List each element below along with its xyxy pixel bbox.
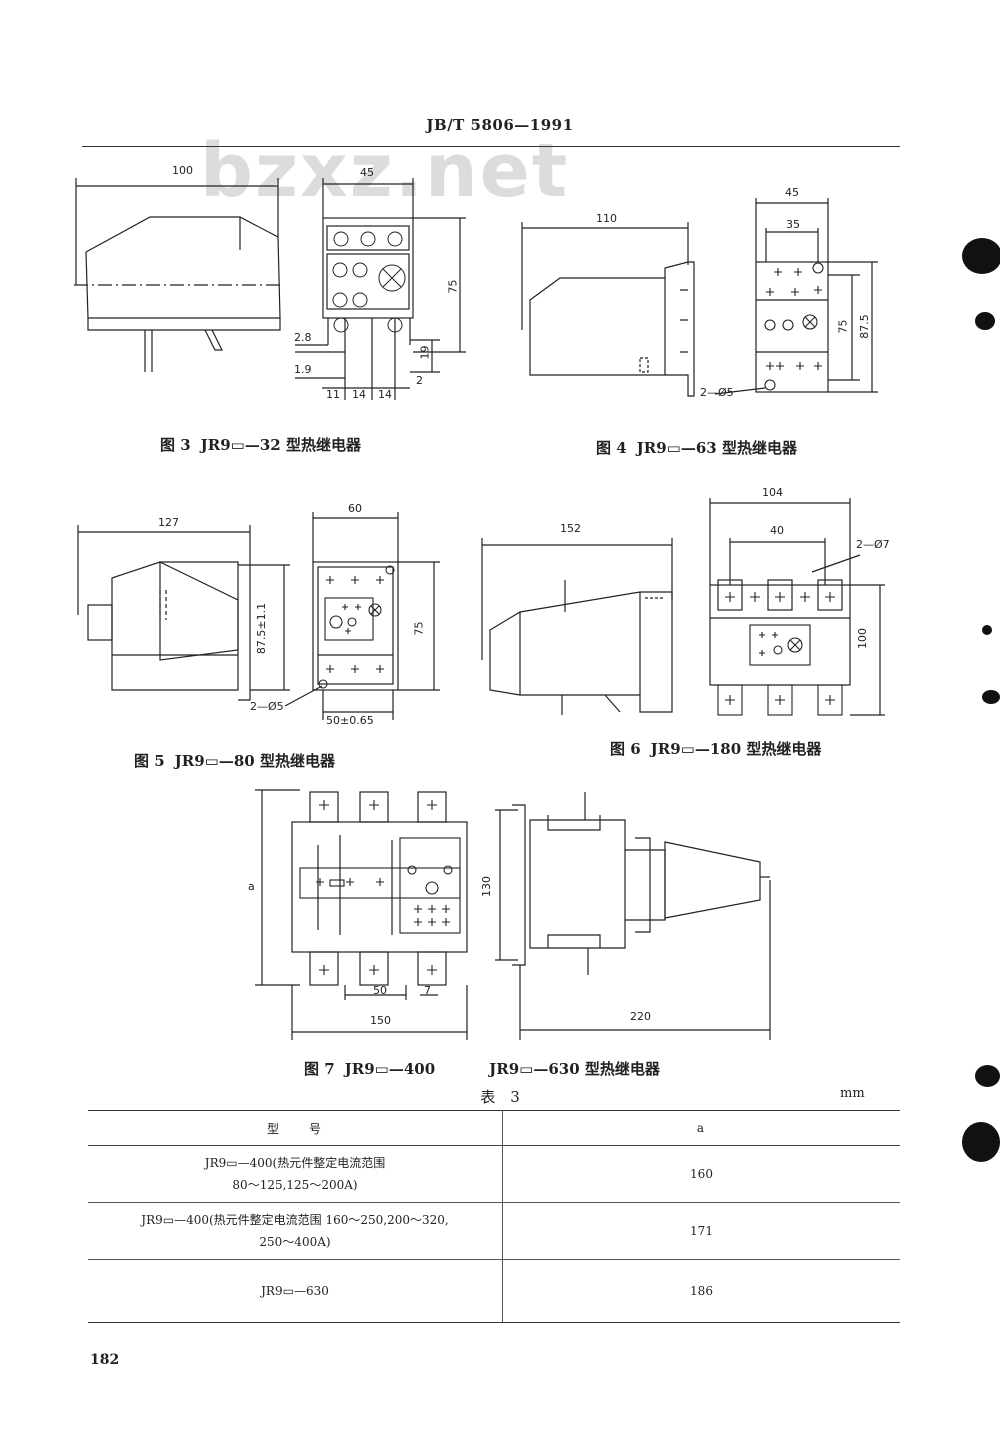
dim-label: 11 (326, 388, 340, 401)
figure-4-caption: 图 4 JR9▭—63 型热继电器 (596, 437, 807, 458)
drawings-canvas (74, 178, 885, 1040)
dim-label: 2 (416, 374, 423, 387)
model-line: 80～125,125～200A) (232, 1178, 358, 1192)
dim-label: 2—Ø5 (250, 700, 284, 713)
model-line: 250～400A) (259, 1235, 331, 1249)
dim-label: 104 (762, 486, 783, 499)
figure-number: 图 5 (134, 752, 165, 770)
dim-label: a (248, 880, 255, 893)
model-line: JR9▭—630 (261, 1284, 329, 1298)
figure-6-caption: 图 6 JR9▭—180 型热继电器 (610, 738, 831, 759)
dim-label: 45 (785, 186, 799, 199)
dim-label: 75 (412, 621, 426, 636)
column-header-a: a (502, 1110, 900, 1146)
dim-label: 75 (446, 279, 460, 294)
dim-label: 100 (172, 164, 193, 177)
page-header: JB/T 5806—1991 (426, 116, 574, 134)
figure-number: 图 4 (596, 439, 627, 457)
scan-blot (975, 312, 995, 330)
scan-blot (962, 1122, 1000, 1162)
dim-label: 14 (378, 388, 392, 401)
scan-blot (962, 238, 1000, 274)
table-row: JR9▭—400(热元件整定电流范围 80～125,125～200A) 160 (88, 1145, 900, 1203)
dim-label: 7 (424, 984, 431, 997)
figure-number: 图 3 (160, 436, 191, 454)
dim-label: 2.8 (294, 331, 312, 344)
model-cell: JR9▭—400(热元件整定电流范围 80～125,125～200A) (88, 1145, 503, 1203)
figure-title: JR9▭—400 (344, 1060, 436, 1078)
model-cell: JR9▭—400(热元件整定电流范围 160～250,200～320, 250～… (88, 1202, 503, 1260)
figure-title: JR9▭—63 型热继电器 (636, 439, 797, 457)
dim-label: 40 (770, 524, 784, 537)
figure-5-caption: 图 5 JR9▭—80 型热继电器 (134, 750, 345, 771)
figure-number: 图 7 (304, 1060, 335, 1078)
header-rule (82, 146, 900, 147)
dim-label: 87.5 (857, 314, 871, 339)
dim-label: 127 (158, 516, 179, 529)
dim-label: 50±0.65 (326, 714, 374, 727)
table-row: JR9▭—400(热元件整定电流范围 160～250,200～320, 250～… (88, 1202, 900, 1260)
dim-label: 50 (373, 984, 387, 997)
model-cell: JR9▭—630 (88, 1259, 503, 1323)
figure-5-drawing (77, 512, 440, 720)
figure-7-drawing (255, 789, 771, 1040)
scan-blot (982, 625, 992, 635)
dim-label: 2—Ø5 (700, 386, 734, 399)
scan-blot (975, 1065, 1000, 1087)
table-title: 表 3 (480, 1088, 520, 1106)
a-value-cell: 171 (502, 1202, 900, 1260)
column-header-model: 型 号 (88, 1110, 503, 1146)
page-number: 182 (90, 1352, 120, 1368)
figure-title: JR9▭—180 型热继电器 (650, 740, 822, 758)
scan-blot (982, 690, 1000, 704)
a-value-cell: 186 (502, 1259, 900, 1323)
dim-label: 35 (786, 218, 800, 231)
dim-label: 19 (418, 345, 432, 360)
dim-label: 110 (596, 212, 617, 225)
dim-label: 150 (370, 1014, 391, 1027)
figure-4-drawing (521, 198, 878, 397)
a-value-cell: 160 (502, 1145, 900, 1203)
figure-title-2: JR9▭—630 型热继电器 (489, 1060, 660, 1078)
table-3: 型 号 a JR9▭—400(热元件整定电流范围 80～125,125～200A… (88, 1110, 900, 1323)
dim-label: 14 (352, 388, 366, 401)
figure-title: JR9▭—32 型热继电器 (200, 436, 361, 454)
dim-label: 87.5±1.1 (255, 602, 269, 655)
dim-label: 1.9 (294, 363, 312, 376)
dim-label: 152 (560, 522, 581, 535)
figure-number: 图 6 (610, 740, 641, 758)
dim-label: 60 (348, 502, 362, 515)
dim-label: 130 (480, 876, 493, 897)
dim-label: 45 (360, 166, 374, 179)
table-unit: mm (840, 1086, 865, 1101)
figure-title: JR9▭—80 型热继电器 (174, 752, 335, 770)
watermark: bzxz.net (200, 128, 570, 214)
dim-label: 220 (630, 1010, 651, 1023)
dim-label: 2—Ø7 (856, 538, 890, 551)
table-header-row: 型 号 a (88, 1110, 900, 1146)
table-row: JR9▭—630 186 (88, 1259, 900, 1323)
dim-label: 75 (836, 319, 850, 334)
figure-3-drawing (74, 178, 466, 400)
figure-3-caption: 图 3 JR9▭—32 型热继电器 (160, 434, 371, 455)
figure-7-caption: 图 7 JR9▭—400 JR9▭—630 型热继电器 (304, 1058, 670, 1079)
figure-6-drawing (481, 498, 885, 716)
model-line: JR9▭—400(热元件整定电流范围 (204, 1156, 386, 1170)
model-line: JR9▭—400(热元件整定电流范围 160～250,200～320, (141, 1213, 449, 1227)
dim-label: 100 (856, 628, 869, 649)
